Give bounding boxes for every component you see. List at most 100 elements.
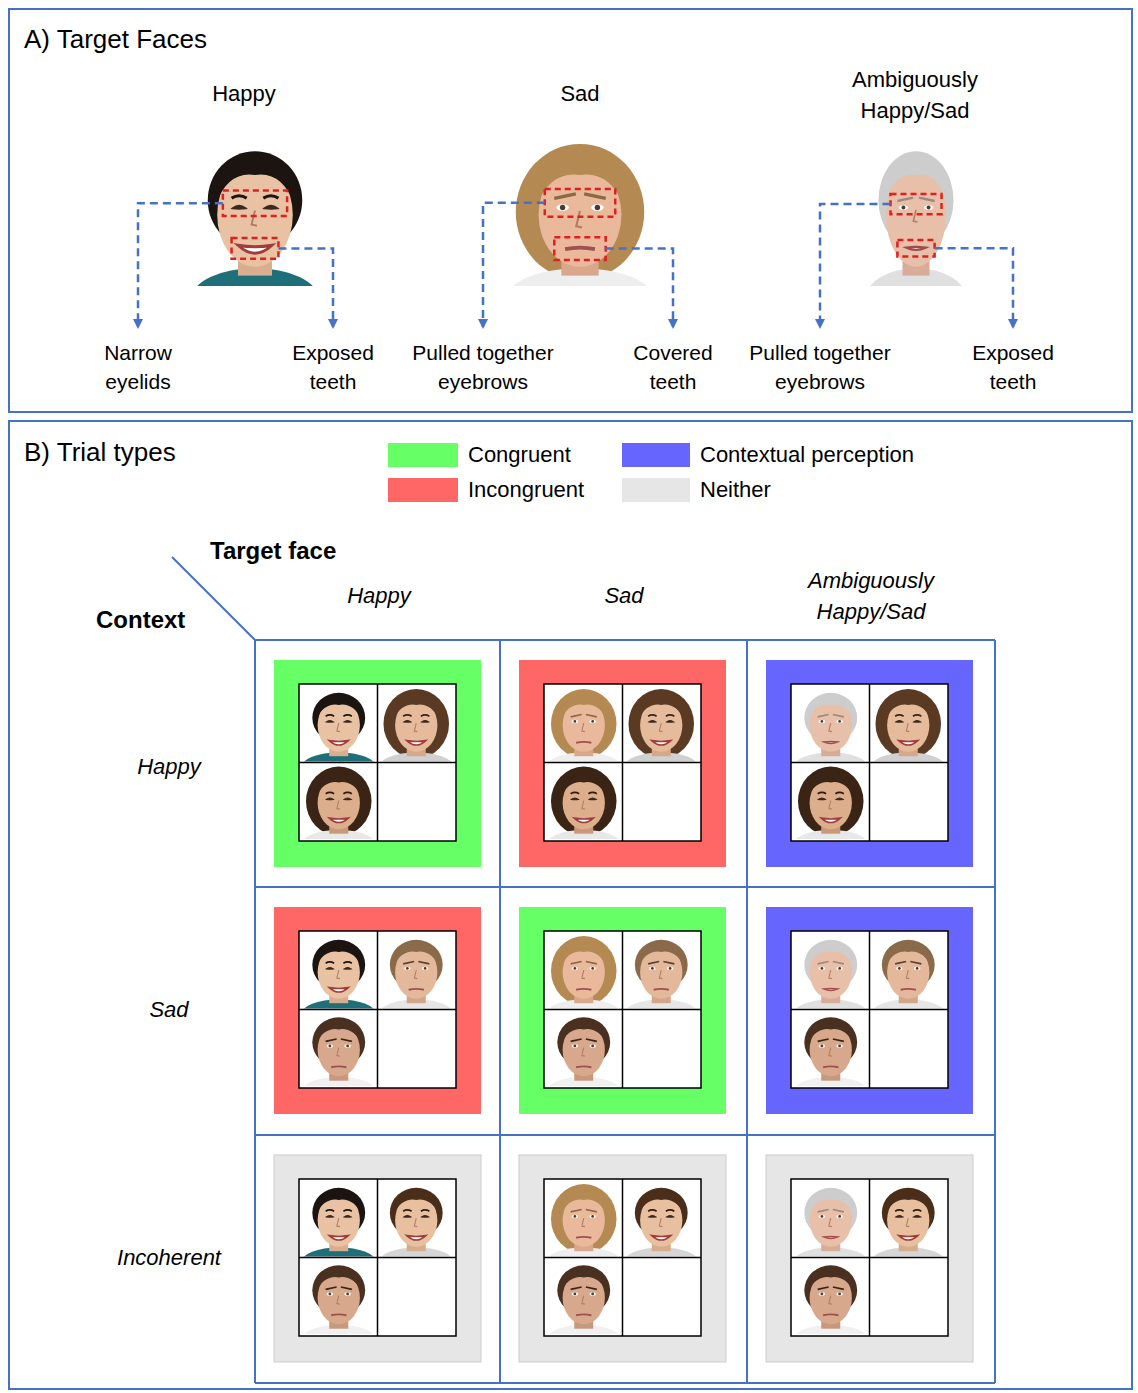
face-drawing <box>589 720 595 723</box>
face-drawing <box>667 967 673 970</box>
face-drawing <box>591 1045 594 1048</box>
face-drawing <box>551 1184 617 1253</box>
face-drawing <box>138 138 1013 1383</box>
face-drawing <box>588 792 596 793</box>
face-drawing <box>299 1179 456 1336</box>
face-drawing <box>586 1287 597 1289</box>
face-drawing <box>638 695 684 720</box>
face-drawing <box>818 792 826 793</box>
face-drawing <box>551 767 617 836</box>
face-drawing <box>326 1287 337 1289</box>
face-drawing <box>544 684 701 841</box>
face-drawing <box>344 798 351 800</box>
face-drawing <box>823 1313 838 1316</box>
face-drawing <box>836 1292 842 1295</box>
face-drawing <box>838 720 841 723</box>
face-drawing <box>421 715 429 716</box>
face-drawing <box>793 1181 869 1257</box>
face-drawing <box>589 1292 595 1295</box>
face-drawing <box>820 204 891 327</box>
face-drawing <box>316 1267 362 1292</box>
face-drawing <box>337 1296 340 1304</box>
face-drawing <box>337 723 340 731</box>
face-drawing <box>906 970 909 978</box>
face-drawing <box>791 684 948 841</box>
face-drawing <box>299 931 456 1088</box>
face-drawing <box>406 967 409 970</box>
face-drawing <box>935 248 1013 327</box>
face-drawing <box>343 792 351 793</box>
face-drawing <box>793 764 869 840</box>
face-drawing <box>651 967 654 970</box>
face-drawing <box>667 720 674 722</box>
face-drawing <box>836 1044 842 1047</box>
face-drawing <box>836 798 843 800</box>
face-drawing <box>833 1287 844 1289</box>
face-drawing <box>838 1215 841 1218</box>
face-drawing <box>572 1292 578 1295</box>
face-drawing <box>572 1215 578 1218</box>
face-drawing <box>316 1019 362 1044</box>
face-drawing <box>329 988 348 992</box>
face-drawing <box>255 886 995 888</box>
face-drawing <box>820 1215 823 1218</box>
face-drawing <box>591 1293 594 1296</box>
face-drawing <box>404 967 410 970</box>
feature-label: Narrow eyelids <box>78 338 198 396</box>
face-drawing <box>546 1011 622 1087</box>
face-drawing <box>301 933 377 1009</box>
face-drawing <box>899 1236 918 1240</box>
face-drawing <box>414 970 417 978</box>
face-drawing <box>606 249 673 327</box>
face-drawing <box>316 942 362 967</box>
face-drawing <box>255 1134 995 1136</box>
face-drawing <box>337 1218 340 1226</box>
face-drawing <box>331 1313 346 1316</box>
face-drawing <box>582 1218 585 1226</box>
face-drawing <box>571 1210 582 1212</box>
face-drawing <box>192 138 318 286</box>
panel-title: A) Target Faces <box>24 24 207 55</box>
face-drawing <box>255 639 995 641</box>
face-drawing <box>326 962 334 963</box>
face-drawing <box>301 686 377 762</box>
feature-label: Exposed teeth <box>278 338 388 396</box>
face-drawing <box>576 1065 591 1068</box>
face-drawing <box>994 640 996 1383</box>
face-drawing <box>215 156 295 205</box>
row-heading: Happy <box>94 753 244 781</box>
face-drawing <box>254 640 256 1383</box>
face-drawing <box>910 962 921 964</box>
face-drawing <box>829 723 832 731</box>
face-drawing <box>346 1045 349 1048</box>
face-drawing <box>818 1039 829 1041</box>
face-drawing <box>659 970 662 978</box>
face-drawing <box>327 1044 333 1047</box>
face-drawing <box>914 967 920 970</box>
face-drawing <box>561 772 607 797</box>
face-drawing <box>544 684 701 841</box>
face-drawing <box>571 715 582 717</box>
face-drawing <box>654 988 669 991</box>
face-drawing <box>407 1236 426 1240</box>
face-drawing <box>344 1044 350 1047</box>
face-drawing <box>344 967 351 969</box>
face-drawing <box>584 194 606 199</box>
face-drawing <box>906 1218 909 1226</box>
face-drawing <box>576 741 591 744</box>
face-drawing <box>301 1011 377 1087</box>
face-drawing <box>301 1181 377 1257</box>
face-drawing <box>582 723 585 731</box>
face-drawing <box>571 1039 582 1041</box>
face-drawing <box>301 764 377 840</box>
face-drawing <box>573 1215 576 1218</box>
face-drawing <box>793 933 869 1009</box>
face-drawing <box>379 933 455 1009</box>
face-drawing <box>379 933 455 1009</box>
face-drawing <box>901 988 916 991</box>
face-drawing <box>791 1009 948 1011</box>
face-drawing <box>586 1039 597 1041</box>
face-drawing <box>306 767 372 836</box>
face-drawing <box>624 1181 700 1257</box>
